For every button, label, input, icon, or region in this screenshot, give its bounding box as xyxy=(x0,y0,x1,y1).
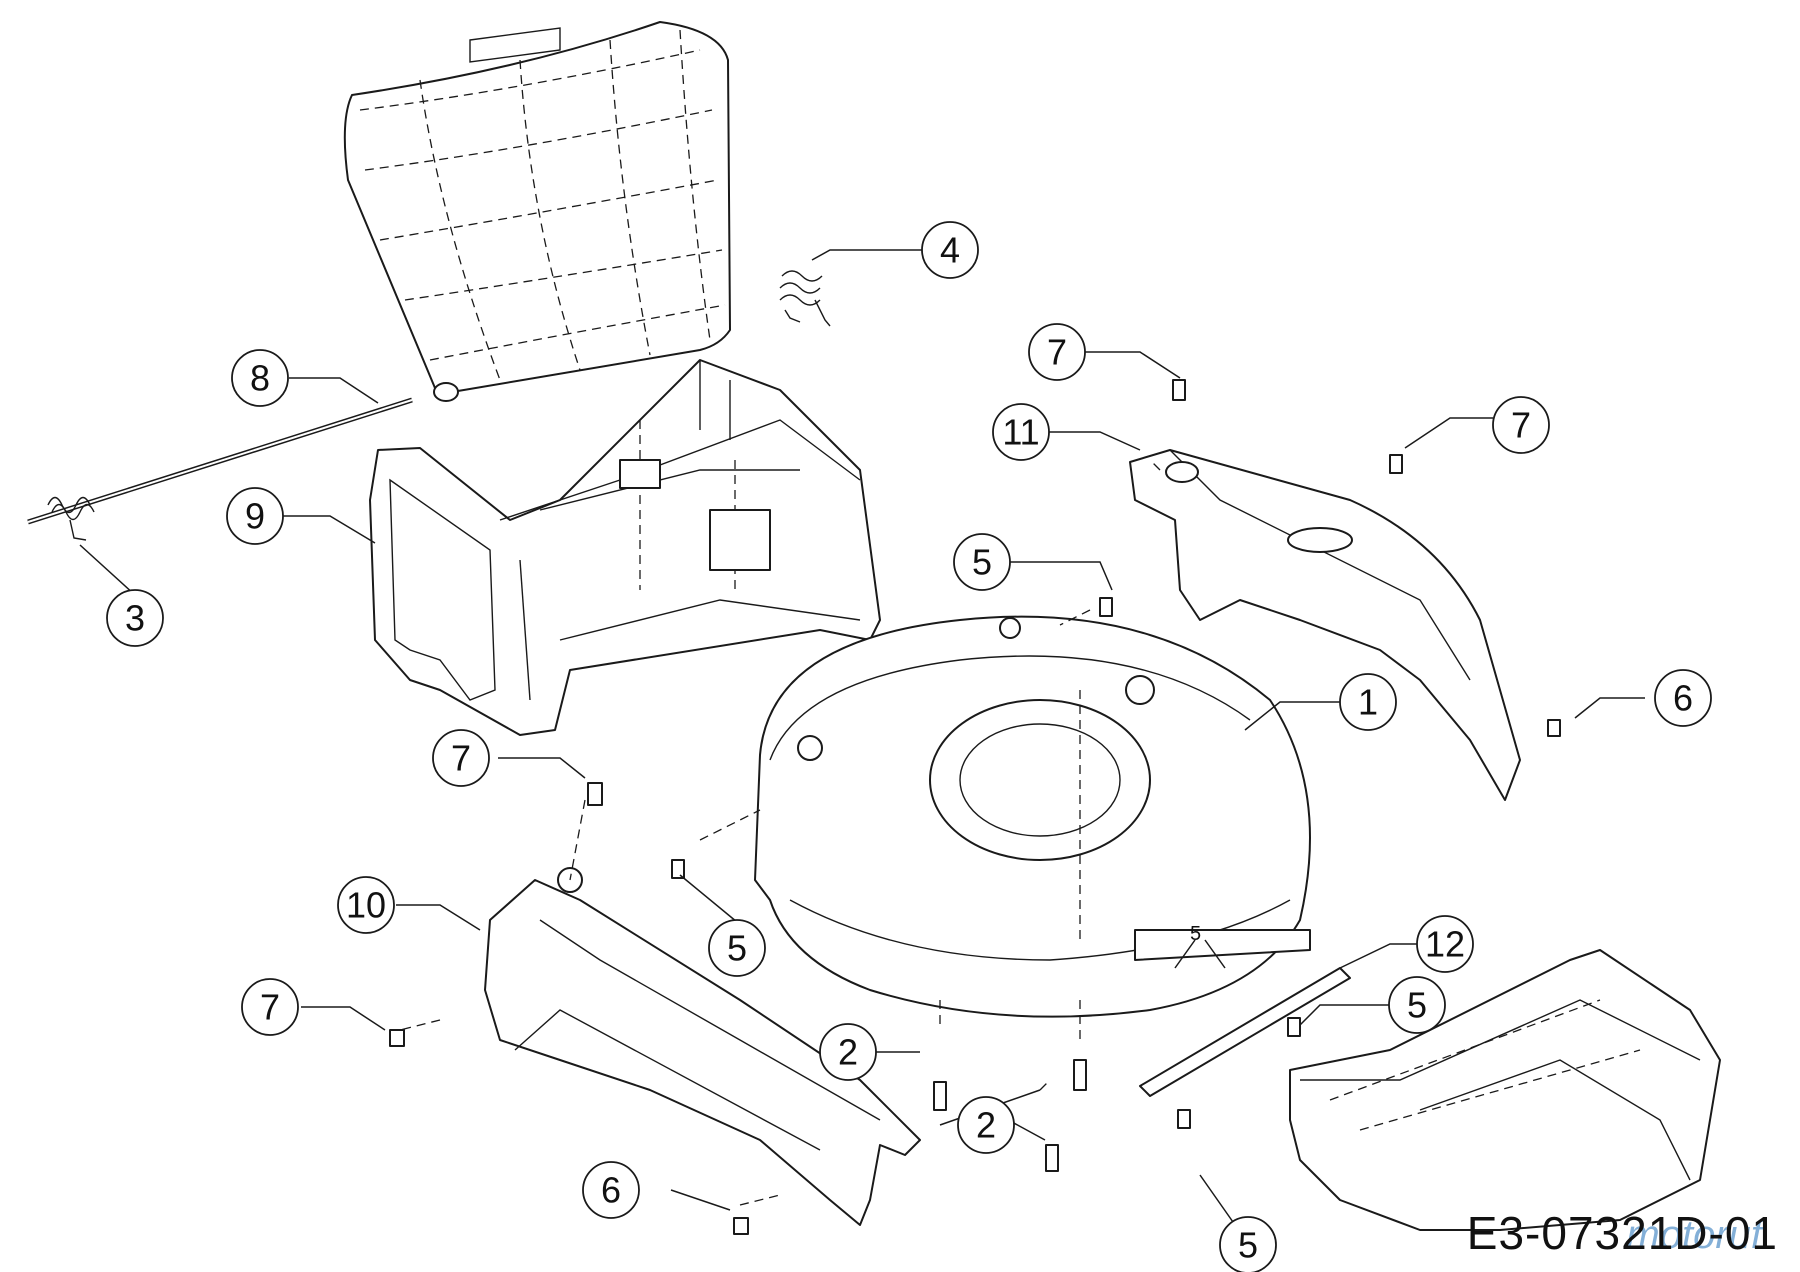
callout-label: 5 xyxy=(1407,985,1427,1026)
strip-12 xyxy=(1139,967,1351,1097)
callout-5c: 5 xyxy=(1388,976,1446,1034)
callout-label: 9 xyxy=(245,496,265,537)
callout-10: 10 xyxy=(337,876,395,934)
document-code: E3-07321D-01 xyxy=(1466,1207,1778,1259)
callout-label: 6 xyxy=(601,1170,621,1211)
side-deflector-11 xyxy=(1129,449,1521,801)
callout-label: 7 xyxy=(1047,332,1067,373)
callout-label: 12 xyxy=(1425,924,1465,965)
callout-label: 7 xyxy=(260,987,280,1028)
callout-7b: 7 xyxy=(1492,396,1550,454)
rod-8 xyxy=(27,397,413,525)
callout-label: 5 xyxy=(1238,1225,1258,1266)
callout-5b: 5 xyxy=(708,919,766,977)
deck-1 xyxy=(754,615,1311,1018)
rear-insert xyxy=(1289,949,1721,1231)
callout-2a: 2 xyxy=(819,1023,877,1081)
torsion-spring-3 xyxy=(47,496,95,541)
callout-label: 4 xyxy=(940,230,960,271)
callout-4: 4 xyxy=(921,221,979,279)
callout-label: 2 xyxy=(838,1032,858,1073)
callout-label: 3 xyxy=(125,598,145,639)
torsion-spring-4 xyxy=(779,270,831,327)
callout-label: 2 xyxy=(976,1105,996,1146)
fasteners xyxy=(389,379,1561,1235)
callout-6a: 6 xyxy=(1654,669,1712,727)
callout-3: 3 xyxy=(106,589,164,647)
callout-9: 9 xyxy=(226,487,284,545)
callout-7d: 7 xyxy=(241,978,299,1036)
callout-7a: 7 xyxy=(1028,323,1086,381)
callout-5d: 5 xyxy=(1219,1216,1277,1272)
callout-5a: 5 xyxy=(953,533,1011,591)
callout-label: 7 xyxy=(451,738,471,779)
callout-label: 5 xyxy=(727,928,747,969)
rear-housing-9 xyxy=(369,359,881,736)
grass-bag xyxy=(343,21,731,402)
callout-label: 10 xyxy=(346,885,386,926)
callout-11: 11 xyxy=(992,403,1050,461)
inline-label-5: 5 xyxy=(1190,923,1201,945)
callout-label: 6 xyxy=(1673,678,1693,719)
callout-12: 12 xyxy=(1416,915,1474,973)
callout-label: 11 xyxy=(1002,412,1039,453)
callout-2b: 2 xyxy=(957,1096,1015,1154)
callout-label: 5 xyxy=(972,542,992,583)
callout-1: 1 xyxy=(1339,673,1397,731)
callout-8: 8 xyxy=(231,349,289,407)
callout-label: 7 xyxy=(1511,405,1531,446)
callout-label: 8 xyxy=(250,358,270,399)
callout-6b: 6 xyxy=(582,1161,640,1219)
callout-label: 1 xyxy=(1358,682,1378,723)
watermark: motoruf xyxy=(1626,1213,1762,1257)
front-deflector-10 xyxy=(484,867,921,1226)
callout-7c: 7 xyxy=(432,729,490,787)
